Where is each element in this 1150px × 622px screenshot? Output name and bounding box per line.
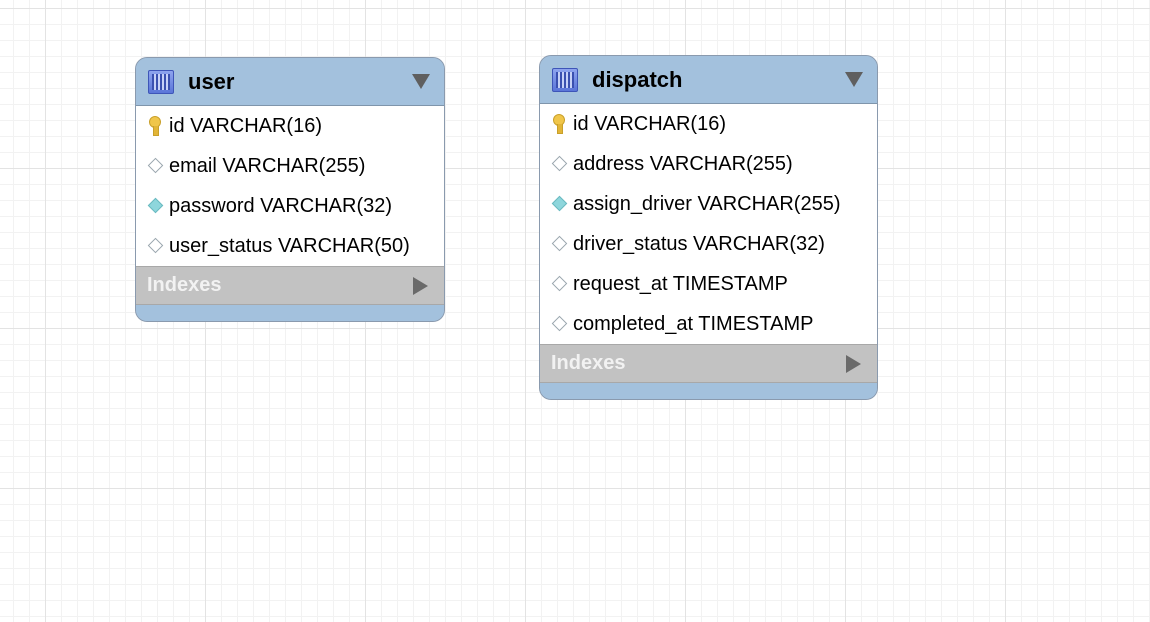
expand-triangle-icon[interactable]: [413, 277, 428, 295]
hollow-diamond-icon: [146, 155, 166, 177]
table-dispatch[interactable]: dispatch id VARCHAR(16) address VARCHAR(…: [539, 55, 878, 400]
column-row[interactable]: id VARCHAR(16): [540, 104, 877, 144]
key-icon: [146, 115, 166, 137]
key-icon: [550, 113, 570, 135]
table-icon: [148, 69, 174, 94]
column-label: completed_at TIMESTAMP: [573, 312, 814, 335]
table-icon: [552, 67, 578, 92]
filled-diamond-icon: [550, 193, 570, 215]
table-header[interactable]: dispatch: [540, 56, 877, 104]
column-label: user_status VARCHAR(50): [169, 234, 410, 257]
column-label: id VARCHAR(16): [573, 112, 726, 135]
filled-diamond-icon: [146, 195, 166, 217]
column-label: email VARCHAR(255): [169, 154, 366, 177]
column-row[interactable]: driver_status VARCHAR(32): [540, 224, 877, 264]
column-row[interactable]: password VARCHAR(32): [136, 186, 444, 226]
column-row[interactable]: address VARCHAR(255): [540, 144, 877, 184]
column-label: driver_status VARCHAR(32): [573, 232, 825, 255]
table-title: user: [188, 68, 235, 94]
table-title: dispatch: [592, 66, 683, 92]
hollow-diamond-icon: [146, 235, 166, 257]
indexes-label: Indexes: [147, 274, 222, 296]
table-header[interactable]: user: [136, 58, 444, 106]
table-footer: [540, 383, 877, 399]
collapse-triangle-icon[interactable]: [845, 72, 863, 87]
hollow-diamond-icon: [550, 233, 570, 255]
indexes-section[interactable]: Indexes: [136, 266, 444, 305]
table-footer: [136, 305, 444, 321]
column-row[interactable]: id VARCHAR(16): [136, 106, 444, 146]
hollow-diamond-icon: [550, 273, 570, 295]
column-row[interactable]: request_at TIMESTAMP: [540, 264, 877, 304]
indexes-label: Indexes: [551, 352, 626, 374]
column-list: id VARCHAR(16) email VARCHAR(255) passwo…: [136, 106, 444, 266]
collapse-triangle-icon[interactable]: [412, 74, 430, 89]
table-user[interactable]: user id VARCHAR(16) email VARCHAR(255) p…: [135, 57, 445, 322]
column-label: assign_driver VARCHAR(255): [573, 192, 841, 215]
column-row[interactable]: email VARCHAR(255): [136, 146, 444, 186]
indexes-section[interactable]: Indexes: [540, 344, 877, 383]
column-label: password VARCHAR(32): [169, 194, 393, 217]
column-list: id VARCHAR(16) address VARCHAR(255) assi…: [540, 104, 877, 344]
column-row[interactable]: assign_driver VARCHAR(255): [540, 184, 877, 224]
column-label: request_at TIMESTAMP: [573, 272, 788, 295]
column-row[interactable]: completed_at TIMESTAMP: [540, 304, 877, 344]
expand-triangle-icon[interactable]: [846, 355, 861, 373]
column-label: id VARCHAR(16): [169, 114, 322, 137]
column-row[interactable]: user_status VARCHAR(50): [136, 226, 444, 266]
hollow-diamond-icon: [550, 313, 570, 335]
hollow-diamond-icon: [550, 153, 570, 175]
column-label: address VARCHAR(255): [573, 152, 793, 175]
